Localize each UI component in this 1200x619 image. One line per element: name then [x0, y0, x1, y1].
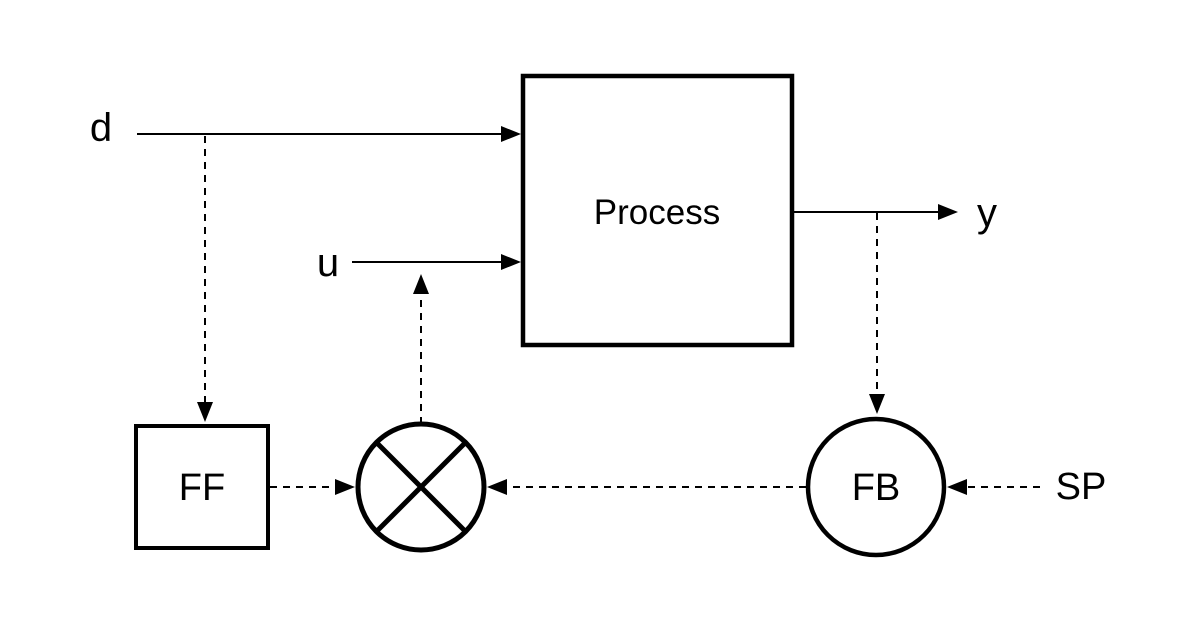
multiply-cross-icon [375, 441, 467, 533]
process-box [520, 73, 795, 348]
label-sp: SP [1056, 466, 1107, 508]
label-u: u [317, 241, 339, 285]
multiply-junction [355, 421, 487, 553]
fb-label: FB [852, 467, 901, 509]
process-label: Process [594, 193, 720, 232]
ff-box [134, 424, 270, 550]
label-y: y [977, 191, 997, 235]
fb-circle [805, 416, 947, 558]
label-d: d [90, 106, 112, 150]
ff-label: FF [179, 467, 225, 509]
